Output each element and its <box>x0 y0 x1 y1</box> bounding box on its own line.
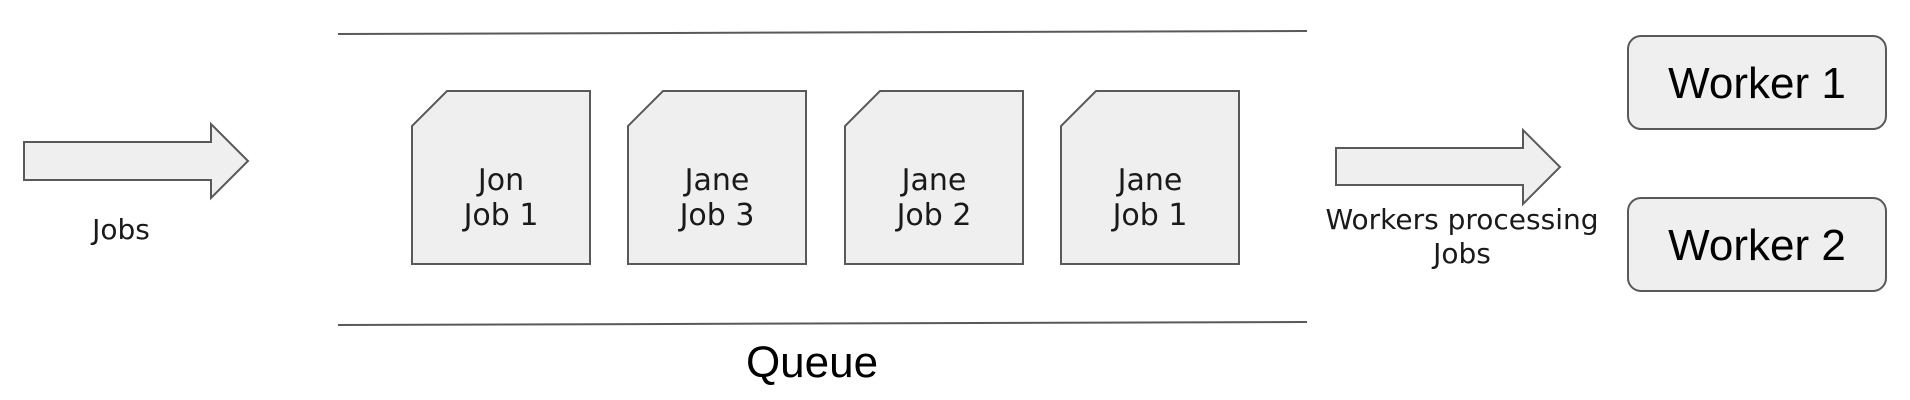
job-card: Jane Job 3 <box>627 90 807 265</box>
job-name: Job 1 <box>462 198 539 233</box>
job-card-shape <box>627 90 807 265</box>
worker-box: Worker 2 <box>1627 197 1887 292</box>
job-card: Jon Job 1 <box>411 90 591 265</box>
worker-box: Worker 1 <box>1627 35 1887 130</box>
input-arrow <box>23 121 250 201</box>
job-owner: Jane <box>900 163 967 198</box>
worker-box-shape <box>1627 197 1887 292</box>
job-name: Job 1 <box>1111 198 1188 233</box>
queue-label: Queue <box>746 338 878 387</box>
worker-label: Worker 1 <box>1668 59 1846 108</box>
job-card-shape <box>1060 90 1240 265</box>
worker-box-shape <box>1627 35 1887 130</box>
input-arrow-label: Jobs <box>90 213 150 246</box>
job-name: Job 2 <box>895 198 972 233</box>
job-card-shape <box>844 90 1024 265</box>
job-name: Job 3 <box>678 198 755 233</box>
job-card: Jane Job 1 <box>1060 90 1240 265</box>
job-owner: Jane <box>683 163 750 198</box>
job-card-shape <box>411 90 591 265</box>
output-arrow-label: Workers processing <box>1325 203 1598 236</box>
queue-bottom-rail <box>337 321 1308 326</box>
output-arrow-label: Jobs <box>1431 237 1491 270</box>
output-arrow <box>1335 127 1562 207</box>
job-owner: Jon <box>476 163 524 198</box>
worker-label: Worker 2 <box>1668 221 1846 270</box>
job-owner: Jane <box>1116 163 1183 198</box>
job-card: Jane Job 2 <box>844 90 1024 265</box>
queue-top-rail <box>337 30 1308 35</box>
